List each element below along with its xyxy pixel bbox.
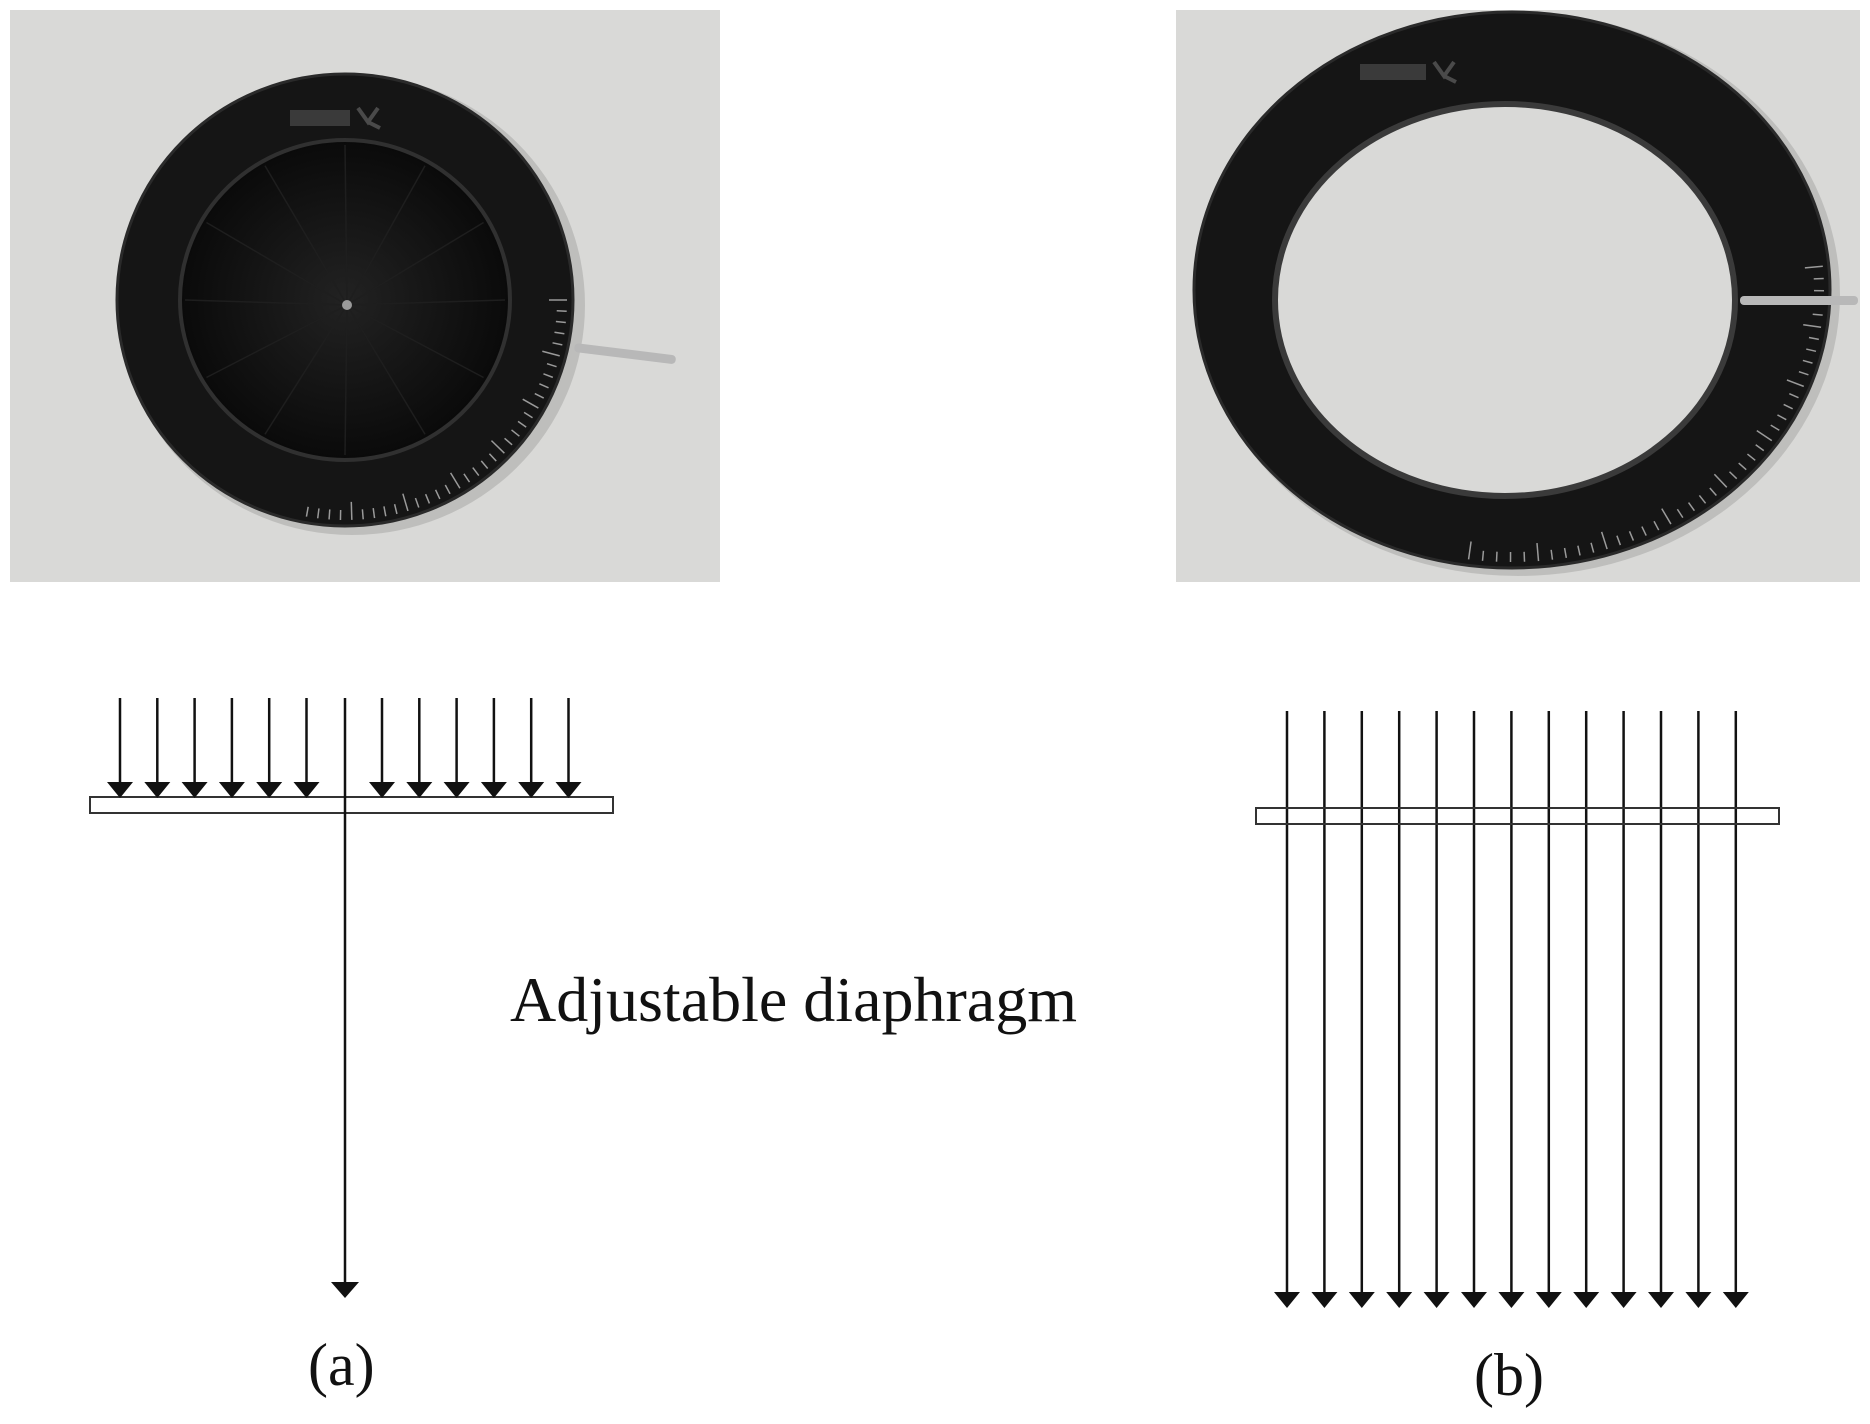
transmitted-arrow [1386, 711, 1412, 1308]
diaphragm-a-pinhole [342, 300, 352, 310]
diaphragm-a-logo [290, 110, 350, 126]
transmitted-arrow [1611, 711, 1637, 1308]
incident-arrow [294, 698, 320, 798]
transmitted-arrow [1573, 711, 1599, 1308]
incident-arrow [144, 698, 170, 798]
transmitted-arrow [1498, 711, 1524, 1308]
scale-tick [1813, 314, 1823, 315]
diaphragm-b-logo [1360, 64, 1426, 80]
incident-arrow [481, 698, 507, 798]
transmitted-light-b [1274, 711, 1749, 1308]
incident-arrow [518, 698, 544, 798]
transmitted-arrow [1723, 711, 1749, 1308]
diaphragm-a-plate [90, 797, 613, 813]
incident-arrow [256, 698, 282, 798]
incident-arrow [556, 698, 582, 798]
transmitted-arrow [1311, 711, 1337, 1308]
incident-arrow [182, 698, 208, 798]
transmitted-arrow [1536, 711, 1562, 1308]
photo-a [10, 10, 720, 582]
scale-tick [362, 509, 363, 519]
transmitted-arrow [1424, 711, 1450, 1308]
photo-b [1176, 10, 1860, 582]
scale-tick [557, 311, 567, 312]
transmitted-arrow [1648, 711, 1674, 1308]
transmitted-arrow [1274, 711, 1300, 1308]
diaphragm-b-plate [1256, 808, 1779, 824]
incident-arrow [219, 698, 245, 798]
incident-arrow [107, 698, 133, 798]
transmitted-arrowhead-a [331, 1282, 359, 1298]
panel-label-a: (a) [308, 1335, 375, 1395]
figure-caption: Adjustable diaphragm [510, 968, 1077, 1032]
scale-tick [556, 322, 566, 323]
scale-tick [329, 509, 330, 519]
transmitted-arrow [1349, 711, 1375, 1308]
diaphragm-b-open-aperture [1275, 104, 1735, 496]
scale-tick [1483, 551, 1484, 561]
incident-arrow [444, 698, 470, 798]
transmitted-arrow [1461, 711, 1487, 1308]
transmitted-arrow [1685, 711, 1711, 1308]
incident-arrow [406, 698, 432, 798]
diaphragm-b-lever [1740, 296, 1858, 305]
panel-label-b: (b) [1474, 1345, 1544, 1405]
scale-tick [351, 502, 352, 520]
transmitted-light-a [331, 698, 359, 1298]
incident-arrow [369, 698, 395, 798]
schematic-b [1256, 711, 1779, 1308]
